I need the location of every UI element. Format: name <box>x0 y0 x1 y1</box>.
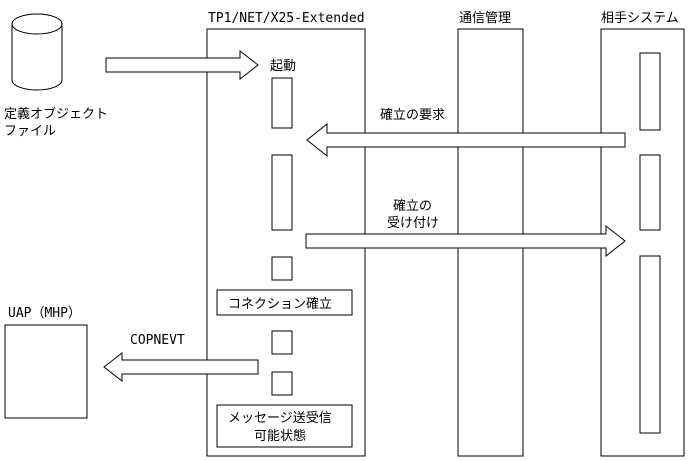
arrow-startup <box>105 49 259 81</box>
label-establish-request: 確立の要求 <box>380 107 445 123</box>
state-box-connection <box>216 289 353 316</box>
remote-activation-box <box>639 154 661 231</box>
uap-label: UAP（MHP） <box>8 306 81 321</box>
state-connection-established: コネクション確立 <box>228 296 332 312</box>
label-startup: 起動 <box>270 59 296 74</box>
state-box-sendreceive <box>216 404 353 448</box>
database-cylinder-icon <box>11 13 63 91</box>
definition-file-label-line1: 定義オブジェクト <box>4 106 108 122</box>
activation-box <box>271 330 293 355</box>
activation-box <box>271 154 293 231</box>
lane-title-comm: 通信管理 <box>459 11 511 26</box>
label-establish-accept-line2: 受け付け <box>387 216 439 231</box>
arrow-copnevt <box>103 351 259 383</box>
activation-box <box>271 371 293 396</box>
state-sendreceive-line1: メッセージ送受信 <box>228 411 332 426</box>
arrow-establish-request <box>306 122 626 158</box>
lane-title-remote: 相手システム <box>601 11 679 26</box>
remote-activation-box <box>639 255 661 434</box>
lane-title-tp1: TP1/NET/X25-Extended <box>208 11 365 26</box>
uap-box <box>4 324 88 419</box>
label-establish-accept-line1: 確立の <box>393 198 432 214</box>
activation-box <box>271 77 293 129</box>
definition-file-label-line2: ファイル <box>4 124 56 139</box>
label-copnevt: COPNEVT <box>130 333 185 348</box>
remote-activation-box <box>639 52 661 131</box>
state-sendreceive-line2: 可能状態 <box>254 428 306 444</box>
activation-box <box>271 256 293 281</box>
arrow-establish-accept <box>305 224 626 258</box>
